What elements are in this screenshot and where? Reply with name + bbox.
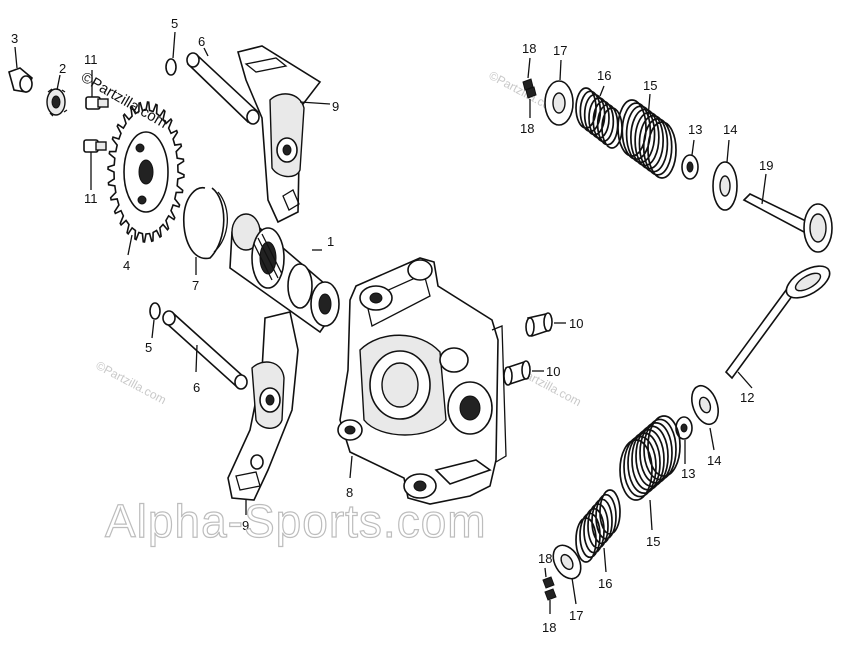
part-3-cap <box>8 46 33 93</box>
part-6-rocker-shaft-upper <box>186 47 260 125</box>
callout-6: 6 <box>198 34 205 49</box>
callout-11: 11 <box>84 191 98 206</box>
part-14-seat-lower <box>691 384 719 451</box>
part-2-gear <box>46 74 68 117</box>
callout-16: 16 <box>597 68 611 83</box>
part-4-cam-sprocket <box>107 101 185 256</box>
part-19-intake-valve <box>742 173 833 253</box>
callout-15: 15 <box>643 78 657 93</box>
callout-1: 1 <box>327 234 334 249</box>
part-7-circlip <box>182 187 229 275</box>
part-13-seal-upper <box>681 139 699 180</box>
callout-17: 17 <box>569 608 583 623</box>
part-10-dowel-lower <box>503 360 544 386</box>
part-9-rocker-plate-upper <box>237 45 331 224</box>
callout-18: 18 <box>538 551 552 566</box>
callout-14: 14 <box>723 122 737 137</box>
callout-8: 8 <box>346 485 353 500</box>
callout-18: 18 <box>542 620 556 635</box>
part-1-camshaft <box>229 213 340 334</box>
part-6-rocker-shaft-lower <box>162 310 248 390</box>
callout-18: 18 <box>520 121 534 136</box>
part-15-outer-spring-upper <box>617 93 677 179</box>
part-16-inner-spring-upper <box>575 85 623 149</box>
callout-5: 5 <box>145 340 152 355</box>
part-11-bolt-upper <box>85 70 109 110</box>
alpha-sports-watermark: Alpha-Sports.com <box>105 495 487 547</box>
part-16-inner-spring-lower <box>575 489 621 573</box>
part-12-exhaust-valve <box>724 265 831 389</box>
part-18-keeper-upper-b <box>525 86 537 118</box>
callout-4: 4 <box>123 258 130 273</box>
callout-6: 6 <box>193 380 200 395</box>
part-18-keeper-upper-a <box>522 57 534 91</box>
callout-9: 9 <box>242 518 249 533</box>
callout-10: 10 <box>546 364 560 379</box>
part-9-rocker-plate-lower <box>227 311 299 515</box>
callout-19: 19 <box>759 158 773 173</box>
part-18-keeper-lower-a <box>542 567 555 589</box>
callout-15: 15 <box>646 534 660 549</box>
part-5-clip-lower <box>149 302 161 339</box>
part-15-outer-spring-lower <box>619 415 681 531</box>
part-14-seat-upper <box>712 139 738 211</box>
callout-2: 2 <box>59 61 66 76</box>
callout-labels: 1 2 3 4 5 5 6 6 7 8 9 9 10 10 11 11 12 1… <box>11 16 773 635</box>
callout-11: 11 <box>84 52 98 67</box>
callout-17: 17 <box>553 43 567 58</box>
callout-16: 16 <box>598 576 612 591</box>
callout-12: 12 <box>740 390 754 405</box>
callout-5: 5 <box>171 16 178 31</box>
callout-3: 3 <box>11 31 18 46</box>
part-5-clip-upper <box>165 31 177 76</box>
callout-14: 14 <box>707 453 721 468</box>
callout-18: 18 <box>522 41 536 56</box>
part-8-cylinder-head <box>337 257 507 505</box>
part-18-keeper-lower-b <box>544 588 557 614</box>
callout-10: 10 <box>569 316 583 331</box>
part-11-bolt-lower <box>83 139 107 190</box>
part-17-retainer-lower <box>552 544 582 605</box>
partzilla-watermark-faint: ©Partzilla.com <box>94 358 169 407</box>
callout-13: 13 <box>681 466 695 481</box>
part-10-dowel-upper <box>525 312 566 338</box>
part-17-retainer-upper <box>544 59 574 126</box>
callout-9: 9 <box>332 99 339 114</box>
callout-7: 7 <box>192 278 199 293</box>
callout-13: 13 <box>688 122 702 137</box>
